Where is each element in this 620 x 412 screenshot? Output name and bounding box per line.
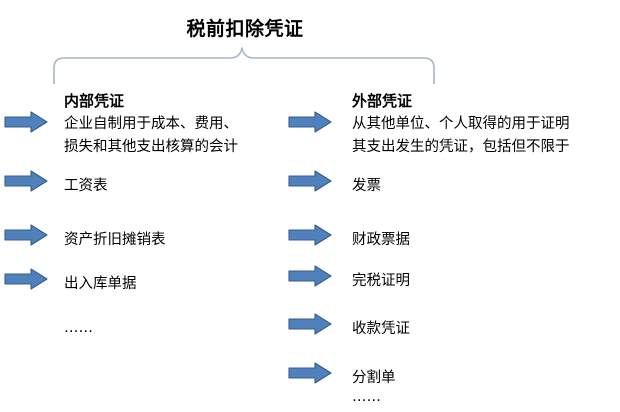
arrow-icon-external-item-1	[288, 170, 332, 192]
list-item-external-4: 收款凭证	[352, 321, 410, 337]
curly-brace-connector	[52, 44, 436, 85]
page-title: 税前扣除凭证	[186, 18, 304, 40]
column-description-internal-line-2: 损失和其他支出核算的会计	[64, 139, 238, 155]
list-ellipsis-internal: ……	[64, 320, 93, 336]
list-item-external-3: 完税证明	[352, 273, 410, 289]
arrow-icon-external-item-2	[288, 224, 332, 246]
list-item-external-1: 发票	[352, 178, 381, 194]
list-ellipsis-external: ……	[352, 389, 381, 405]
list-item-internal-2: 资产折旧摊销表	[64, 232, 166, 248]
arrow-icon-external-item-3	[288, 265, 332, 287]
column-header-internal: 内部凭证	[64, 92, 125, 110]
list-item-internal-3: 出入库单据	[64, 276, 137, 292]
arrow-icon-internal-item-1	[4, 170, 48, 192]
column-header-external: 外部凭证	[352, 92, 413, 110]
column-description-external-line-2: 其支出发生的凭证，包括但不限于	[352, 139, 570, 155]
arrow-icon-internal-item-2	[4, 224, 48, 246]
list-item-external-2: 财政票据	[352, 232, 410, 248]
arrow-icon-external-header	[288, 111, 332, 133]
arrow-icon-internal-item-3	[4, 268, 48, 290]
column-description-external-line-1: 从其他单位、个人取得的用于证明	[352, 116, 570, 132]
list-item-external-5: 分割单	[352, 370, 396, 386]
column-description-internal-line-1: 企业自制用于成本、费用、	[64, 116, 238, 132]
arrow-icon-external-item-4	[288, 313, 332, 335]
arrow-icon-external-item-5	[288, 362, 332, 384]
list-item-internal-1: 工资表	[64, 178, 108, 194]
arrow-icon-internal-header	[4, 111, 48, 133]
